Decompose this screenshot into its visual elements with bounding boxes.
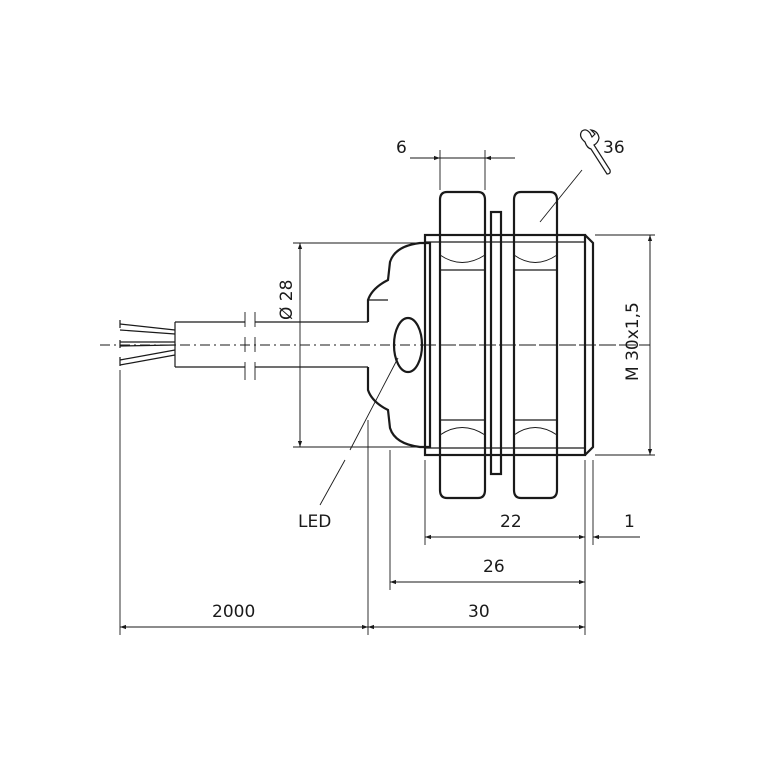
wrench-icon (579, 129, 611, 175)
dim-diameter (293, 242, 420, 448)
front-nut (512, 190, 559, 500)
led-window (392, 316, 424, 374)
lock-washer (489, 210, 503, 476)
dim-nut-width-label: 6 (396, 138, 407, 158)
dim-housing-length-label: 26 (483, 557, 505, 577)
led-label: LED (298, 512, 331, 532)
dim-thread-length-label: 22 (500, 512, 522, 532)
dim-diameter-label: Ø 28 (277, 280, 297, 320)
cable-wires (119, 320, 176, 366)
dim-wrench-label: 36 (603, 138, 625, 158)
led-leader (319, 357, 399, 506)
cable-jacket (174, 312, 368, 380)
dim-thread (595, 234, 655, 456)
dim-thread-end-label: 1 (624, 512, 635, 532)
rear-nut (438, 190, 487, 500)
dim-cable-length-label: 2000 (212, 602, 255, 622)
wrench-leader (539, 169, 583, 223)
dim-nut-width (410, 150, 515, 190)
dim-total-length-label: 30 (468, 602, 490, 622)
extension-lines (119, 370, 594, 635)
dim-thread-label: M 30x1,5 (623, 302, 643, 381)
